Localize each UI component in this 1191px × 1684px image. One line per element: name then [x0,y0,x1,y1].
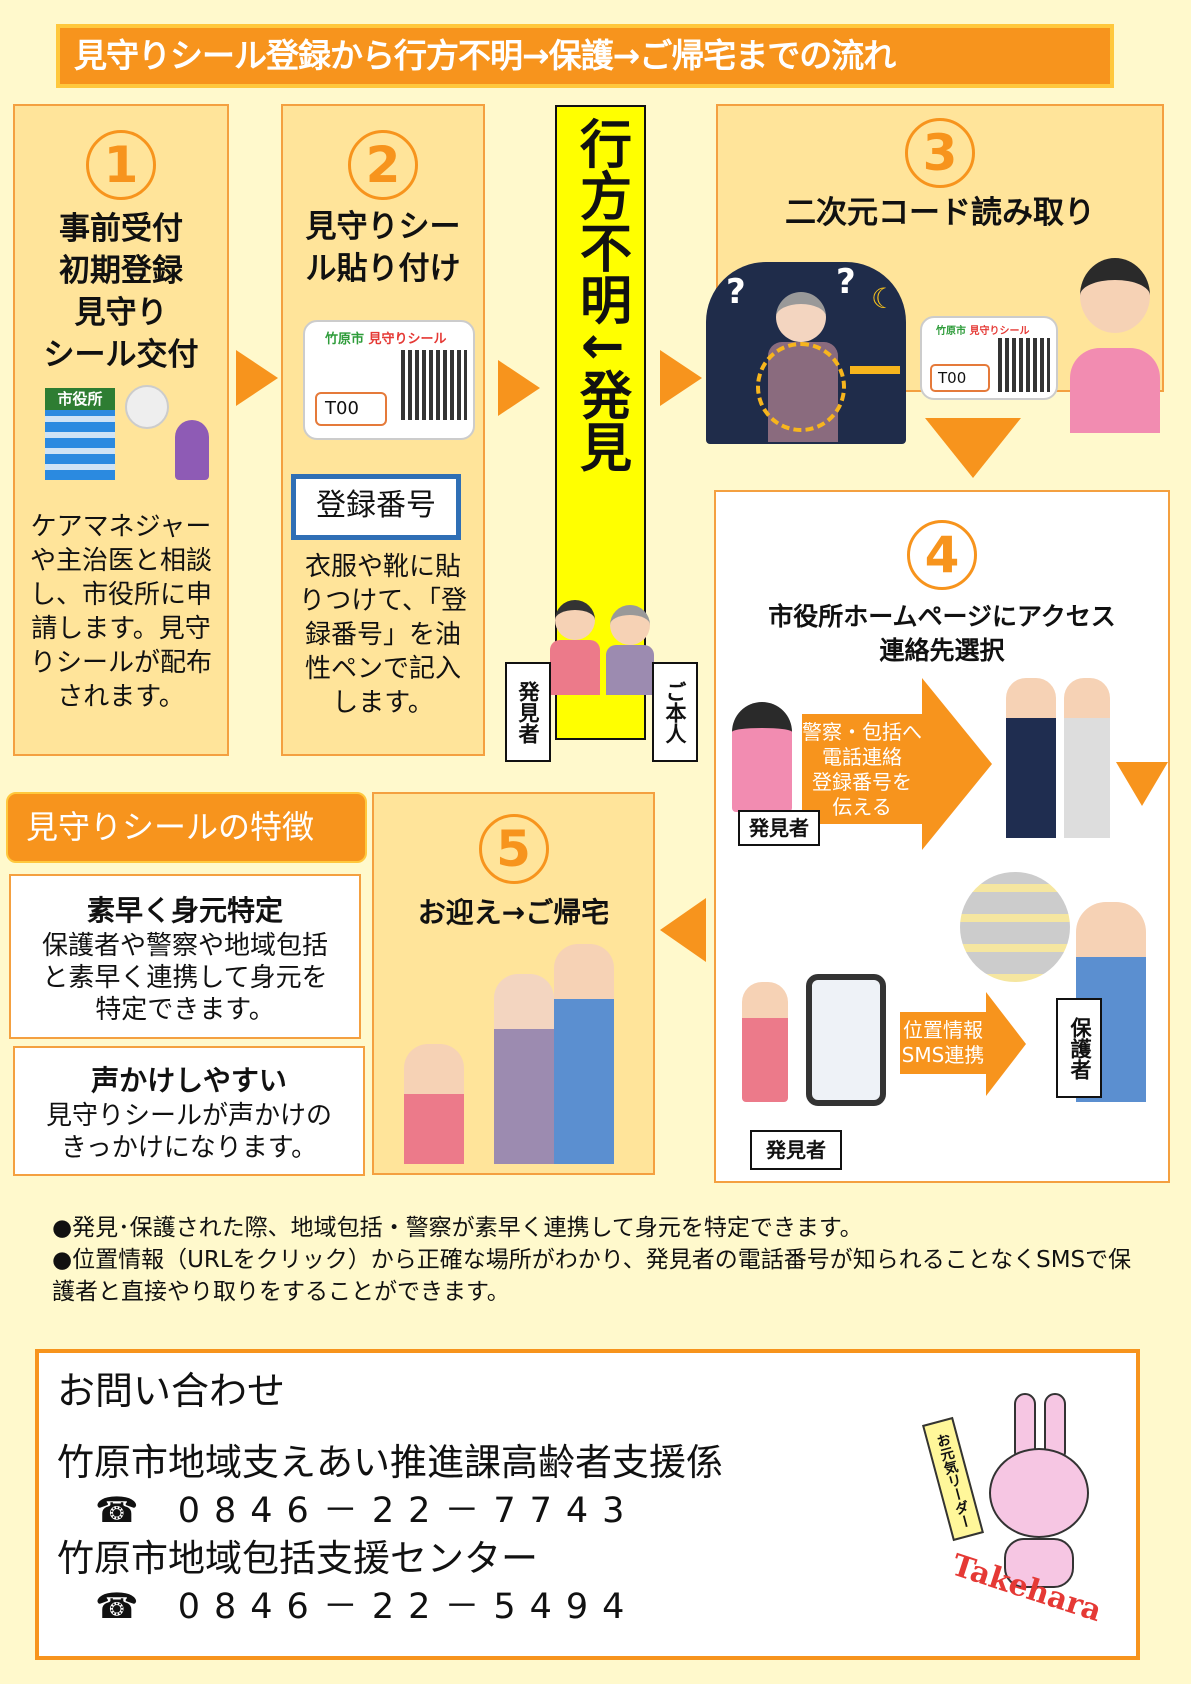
seal-city: 竹原市 [936,326,966,337]
finder-label: 発見者 [750,1130,842,1170]
contact-name: 竹原市地域包括支援センター [57,1537,538,1580]
features-header: 見守りシールの特徴 [6,792,367,863]
arrow-right-icon [236,350,278,406]
police-officer-illustration [1006,678,1056,838]
step5-panel: 5 お迎え→ご帰宅 [372,792,655,1175]
building-icon [45,410,115,480]
elder-icon [125,385,169,429]
finder-elder-illustration [550,600,660,700]
step1-panel: 1 事前受付 初期登録 見守り シール交付 市役所 ケアマネジャーや主治医と相談… [13,104,229,756]
arrow-head-icon [986,992,1026,1096]
arrow-head-icon [922,678,992,850]
sms-arrow: 位置情報 SMS連携 [900,1012,986,1074]
step-number: 3 [905,118,975,188]
qr-code-icon [998,338,1050,392]
contact-box: お問い合わせ 竹原市地域支えあい推進課高齢者支援係 ☎ 0846－22－7743… [35,1349,1140,1660]
woman-icon [175,420,209,480]
step-number: 2 [348,130,418,200]
missing-found-text: 行方不明↓発見 [570,117,631,473]
moon-icon: ☾ [871,282,897,315]
feature-item: 声かけしやすい 見守りシールが声かけのきっかけになります。 [13,1046,365,1176]
phone-icon: ☎ [95,1587,153,1627]
seal-image: 竹原市 見守りシール T00 [920,316,1058,400]
person-label: ご本人 [652,662,698,762]
family-illustration [404,944,634,1169]
step-heading: お迎え→ご帰宅 [417,896,610,929]
arrow-down-icon [925,418,1021,478]
page-title: 見守りシール登録から行方不明→保護→ご帰宅までの流れ [56,24,1114,88]
feature-title: 声かけしやすい [91,1064,287,1097]
question-icon: ? [836,262,856,302]
feature-text: 見守りシールが声かけのきっかけになります。 [45,1101,332,1163]
step-heading: 見守りシール貼り付け [305,209,461,287]
night-scene-illustration: ? ? ☾ [706,262,906,444]
call-police-arrow: 警察・包括へ 電話連絡 登録番号を 伝える [802,714,922,824]
seal-city: 竹原市 [325,332,365,347]
staff-illustration [1064,678,1110,838]
guardian-label: 保護者 [1056,998,1102,1098]
contact-phone: ☎ 0846－22－7743 [57,1487,1118,1535]
contact-name: 竹原市地域支えあい推進課高齢者支援係 [57,1441,723,1484]
woman-phone-illustration [1070,258,1160,433]
step-number: 4 [907,520,977,590]
step-heading: 二次元コード読み取り [785,195,1095,231]
contact-title: お問い合わせ [57,1369,286,1413]
reg-number-label: 登録番号 [291,474,461,540]
phone-icon: ☎ [95,1491,153,1531]
seal-image: 竹原市 見守りシール T00 [303,320,475,440]
finder-label: 発見者 [505,662,551,762]
arrow-right-icon [850,366,900,374]
seal-number: T00 [930,364,990,392]
arrow-right-icon [660,350,702,406]
phone-number[interactable]: 0846－22－5494 [177,1587,639,1627]
step-heading: 事前受付 初期登録 見守り シール交付 [43,211,199,373]
step-body: ケアマネジャーや主治医と相談し、市役所に申請します。見守りシールが配布されます。 [29,512,212,712]
finder-walking-illustration [742,982,788,1102]
step4-panel: 4 市役所ホームページにアクセス 連絡先選択 警察・包括へ 電話連絡 登録番号を… [714,490,1170,1183]
office-illustration: 市役所 [15,380,227,490]
seal-name: 見守りシール [368,332,447,347]
arrow-down-right-icon [1116,762,1168,806]
feature-text: 保護者や警察や地域包括と素早く連携して身元を特定できます。 [41,931,328,1025]
step-body: 衣服や靴に貼りつけて、「登録番号」を油性ペンで記入します。 [299,552,467,718]
mascot-flag: お元気リーダー [922,1416,984,1542]
seal-number: T00 [315,392,387,426]
smartphone-icon [806,974,886,1106]
qr-code-icon [401,350,467,420]
mascot-rabbit-logo: お元気リーダー Takehara [919,1393,1119,1629]
arrow-left-icon [660,898,706,962]
step-heading: 市役所ホームページにアクセス 連絡先選択 [768,602,1116,665]
arrow-right-icon [498,360,540,416]
contact-phone: ☎ 0846－22－5494 [57,1583,1118,1631]
building-sign: 市役所 [45,388,115,410]
note-item: ●発見･保護された際、地域包括・警察が素早く連携して身元を特定できます。 [52,1215,863,1241]
feature-item: 素早く身元特定 保護者や警察や地域包括と素早く連携して身元を特定できます。 [9,874,361,1039]
notes: ●発見･保護された際、地域包括・警察が素早く連携して身元を特定できます。 ●位置… [52,1212,1152,1308]
step-number: 1 [86,130,156,200]
step2-panel: 2 見守りシール貼り付け 竹原市 見守りシール T00 登録番号 衣服や靴に貼り… [281,104,485,756]
note-item: ●位置情報（URLをクリック）から正確な場所がわかり、発見者の電話番号が知られる… [52,1247,1132,1305]
finder-label: 発見者 [738,810,820,846]
question-icon: ? [726,272,746,312]
step-number: 5 [478,814,549,884]
phone-number[interactable]: 0846－22－7743 [177,1491,639,1531]
seal-name: 見守りシール [969,326,1030,337]
finder-phone-illustration [732,702,792,812]
map-icon [960,872,1070,982]
feature-title: 素早く身元特定 [86,894,283,927]
